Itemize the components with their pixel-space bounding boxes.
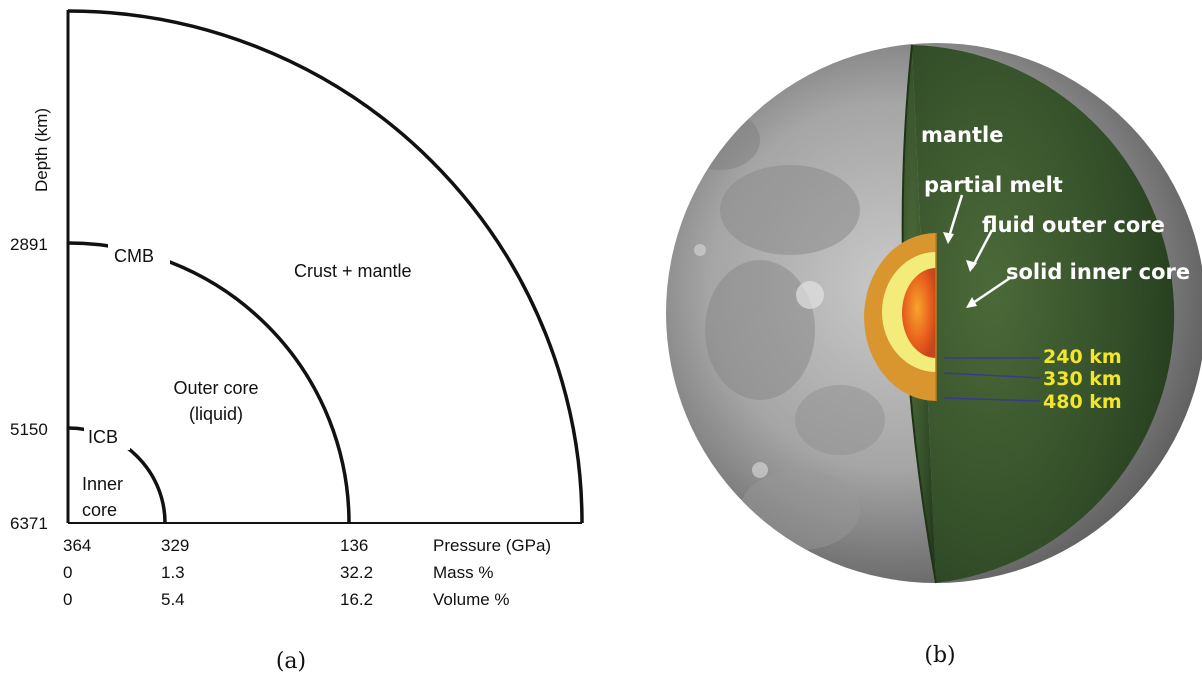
mass-row-label: Mass % bbox=[433, 563, 493, 582]
cmb-label-gap bbox=[108, 240, 170, 270]
depth-axis-label: Depth (km) bbox=[32, 108, 51, 192]
fluid-outer-core-arrow bbox=[970, 229, 994, 269]
panel-b: mantle partial melt fluid outer core sol… bbox=[666, 43, 1202, 668]
cmb-label: CMB bbox=[114, 246, 154, 266]
depth-tick-2891: 2891 bbox=[10, 235, 48, 254]
radius-line-330 bbox=[943, 372, 1041, 379]
radius-label-330: 330 km bbox=[1043, 368, 1122, 390]
inner-core-label: Inner bbox=[82, 474, 123, 494]
panel-a: Depth (km) 2891 5150 6371 CMB ICB Crust … bbox=[10, 9, 584, 674]
crust-mantle-label: Crust + mantle bbox=[294, 261, 412, 281]
partial-melt-label: partial melt bbox=[924, 173, 1063, 197]
partial-melt-arrow bbox=[946, 194, 964, 241]
arrow-head bbox=[966, 297, 977, 308]
arrow-head bbox=[966, 260, 977, 272]
volume-value: 0 bbox=[63, 590, 72, 609]
pressure-row-label: Pressure (GPa) bbox=[433, 536, 551, 555]
radius-line-480 bbox=[943, 397, 1041, 402]
volume-value: 5.4 bbox=[161, 590, 185, 609]
depth-tick-6371: 6371 bbox=[10, 514, 48, 533]
solid-inner-core-label: solid inner core bbox=[1006, 260, 1190, 284]
inner-core-sub-label: core bbox=[82, 500, 117, 520]
radius-label-240: 240 km bbox=[1043, 346, 1122, 368]
mass-value: 0 bbox=[63, 563, 72, 582]
solid-inner-core bbox=[902, 268, 936, 358]
volume-row-label: Volume % bbox=[433, 590, 510, 609]
caption-a: (a) bbox=[276, 649, 306, 674]
icb-label-gap bbox=[84, 424, 130, 450]
radius-label-480: 480 km bbox=[1043, 391, 1122, 413]
arrow-head bbox=[943, 232, 954, 244]
mantle-label: mantle bbox=[921, 123, 1003, 147]
icb-label: ICB bbox=[88, 427, 118, 447]
outer-core-sub-label: (liquid) bbox=[189, 404, 243, 424]
moon-mare-patches bbox=[680, 110, 885, 550]
mass-value: 1.3 bbox=[161, 563, 185, 582]
pressure-value: 136 bbox=[340, 536, 368, 555]
caption-b: (b) bbox=[924, 643, 955, 668]
surface-arc bbox=[67, 9, 584, 524]
mantle-cutaway bbox=[912, 45, 1175, 583]
fluid-outer-core-label: fluid outer core bbox=[982, 213, 1165, 237]
solid-inner-core-arrow bbox=[969, 276, 1011, 307]
depth-tick-5150: 5150 bbox=[10, 420, 48, 439]
pressure-value: 364 bbox=[63, 536, 91, 555]
mass-value: 32.2 bbox=[340, 563, 373, 582]
outer-core-label: Outer core bbox=[173, 378, 258, 398]
volume-value: 16.2 bbox=[340, 590, 373, 609]
pressure-value: 329 bbox=[161, 536, 189, 555]
